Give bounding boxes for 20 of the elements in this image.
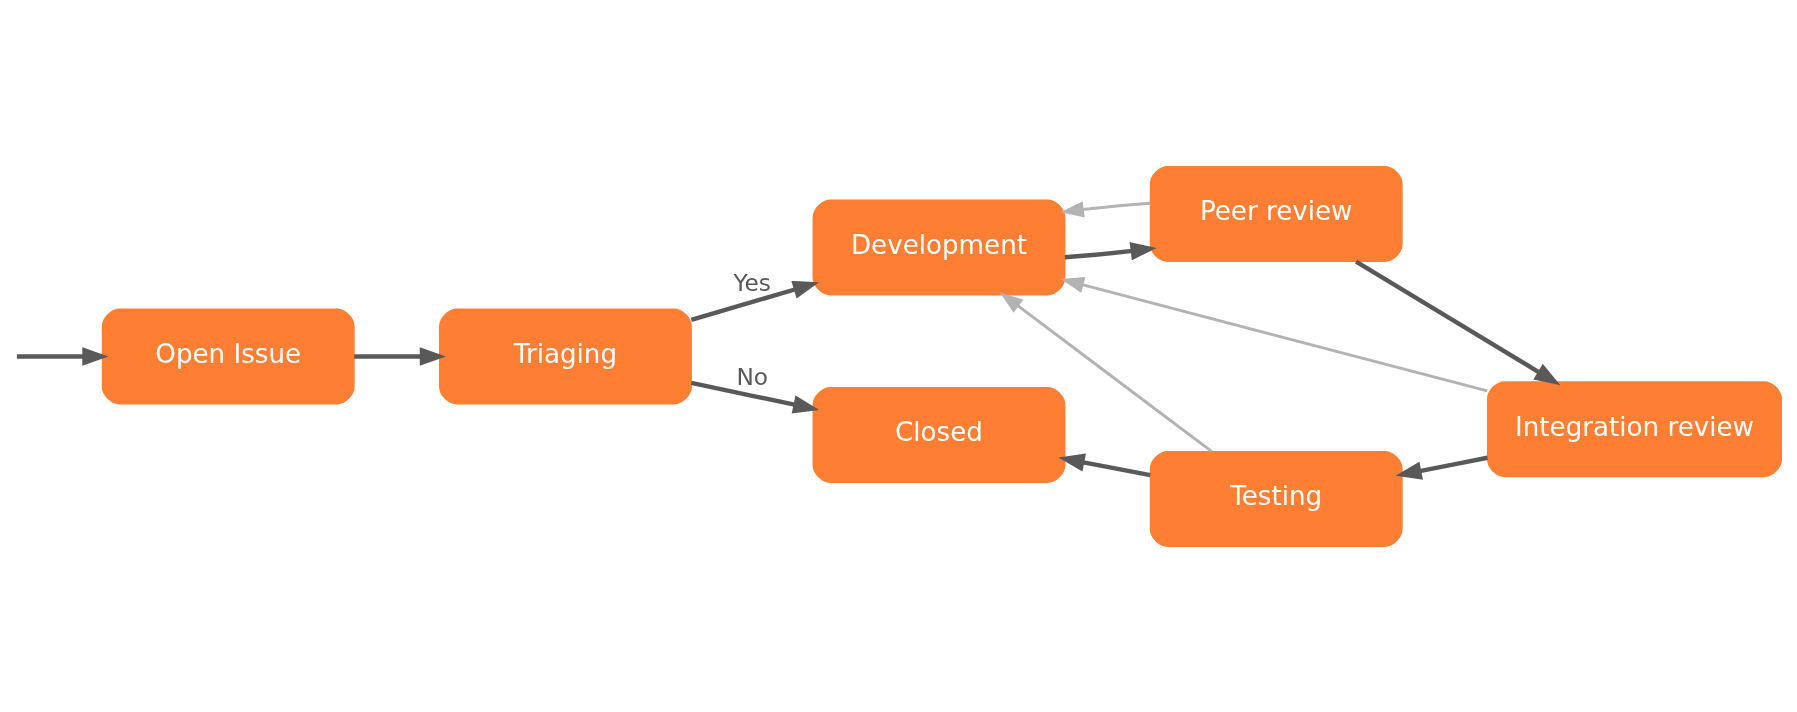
arrow [16, 346, 109, 366]
node-box: Closed [812, 386, 1066, 483]
node-box: Peer review [1149, 165, 1403, 262]
edge-label: Yes [733, 268, 771, 296]
node-box: Testing [1149, 450, 1403, 547]
arrow [1354, 259, 1561, 385]
node-box: Development [812, 199, 1066, 295]
arrow [1060, 200, 1151, 217]
arrow [999, 291, 1213, 453]
node-box: Integration review [1486, 380, 1783, 477]
node-box: Open Issue [101, 308, 355, 404]
arrow [690, 380, 820, 413]
arrow [690, 280, 820, 322]
arrow [354, 346, 446, 366]
edge-label: No [736, 362, 769, 390]
arrow [1058, 452, 1151, 477]
arrow [1395, 455, 1488, 480]
arrow [1064, 241, 1157, 260]
node-box: Triaging [439, 308, 692, 404]
arrow [1060, 276, 1488, 392]
